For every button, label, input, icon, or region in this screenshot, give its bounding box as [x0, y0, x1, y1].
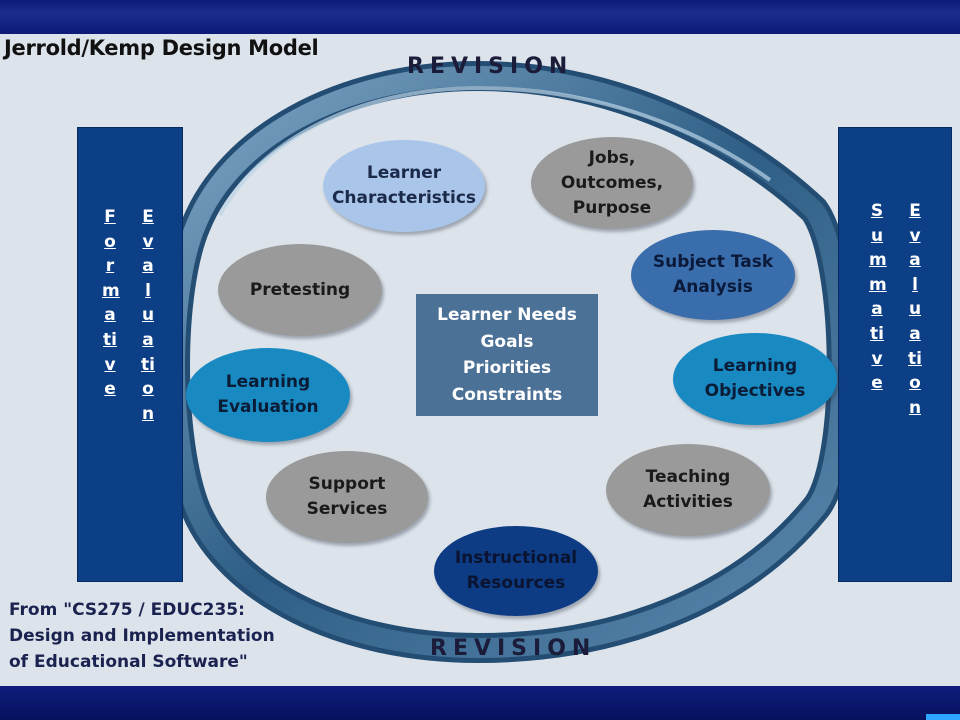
corner-accent [926, 714, 960, 720]
summative-word: Summative [869, 201, 887, 394]
formative-evaluation-word: Evaluation [141, 207, 155, 424]
node-support-services: Support Services [266, 451, 428, 543]
node-jobs-outcomes-purpose: Jobs, Outcomes, Purpose [531, 137, 693, 229]
revision-label-bottom: REVISION [430, 636, 597, 661]
page-title: Jerrold/Kemp Design Model [4, 36, 319, 60]
node-subject-task-analysis: Subject Task Analysis [631, 230, 795, 320]
summative-evaluation-bar: Summative Evaluation [838, 127, 952, 582]
node-learning-evaluation: Learning Evaluation [186, 348, 350, 442]
node-teaching-activities: Teaching Activities [606, 444, 770, 536]
ring-highlight [165, 65, 852, 659]
node-learning-objectives: Learning Objectives [673, 333, 837, 425]
node-pretesting: Pretesting [218, 244, 382, 336]
summative-evaluation-word: Evaluation [908, 201, 922, 418]
node-instructional-resources: Instructional Resources [434, 526, 598, 616]
source-citation: From "CS275 / EDUC235: Design and Implem… [9, 600, 275, 672]
center-box-learner-needs: Learner Needs Goals Priorities Constrain… [416, 294, 598, 416]
formative-evaluation-bar: Formative Evaluation [77, 127, 183, 582]
ring-shine [218, 85, 772, 216]
bottom-frame-bar [0, 686, 960, 720]
revision-label-top: REVISION [407, 54, 574, 79]
formative-word: Formative [102, 207, 120, 400]
node-learner-characteristics: Learner Characteristics [323, 140, 485, 232]
